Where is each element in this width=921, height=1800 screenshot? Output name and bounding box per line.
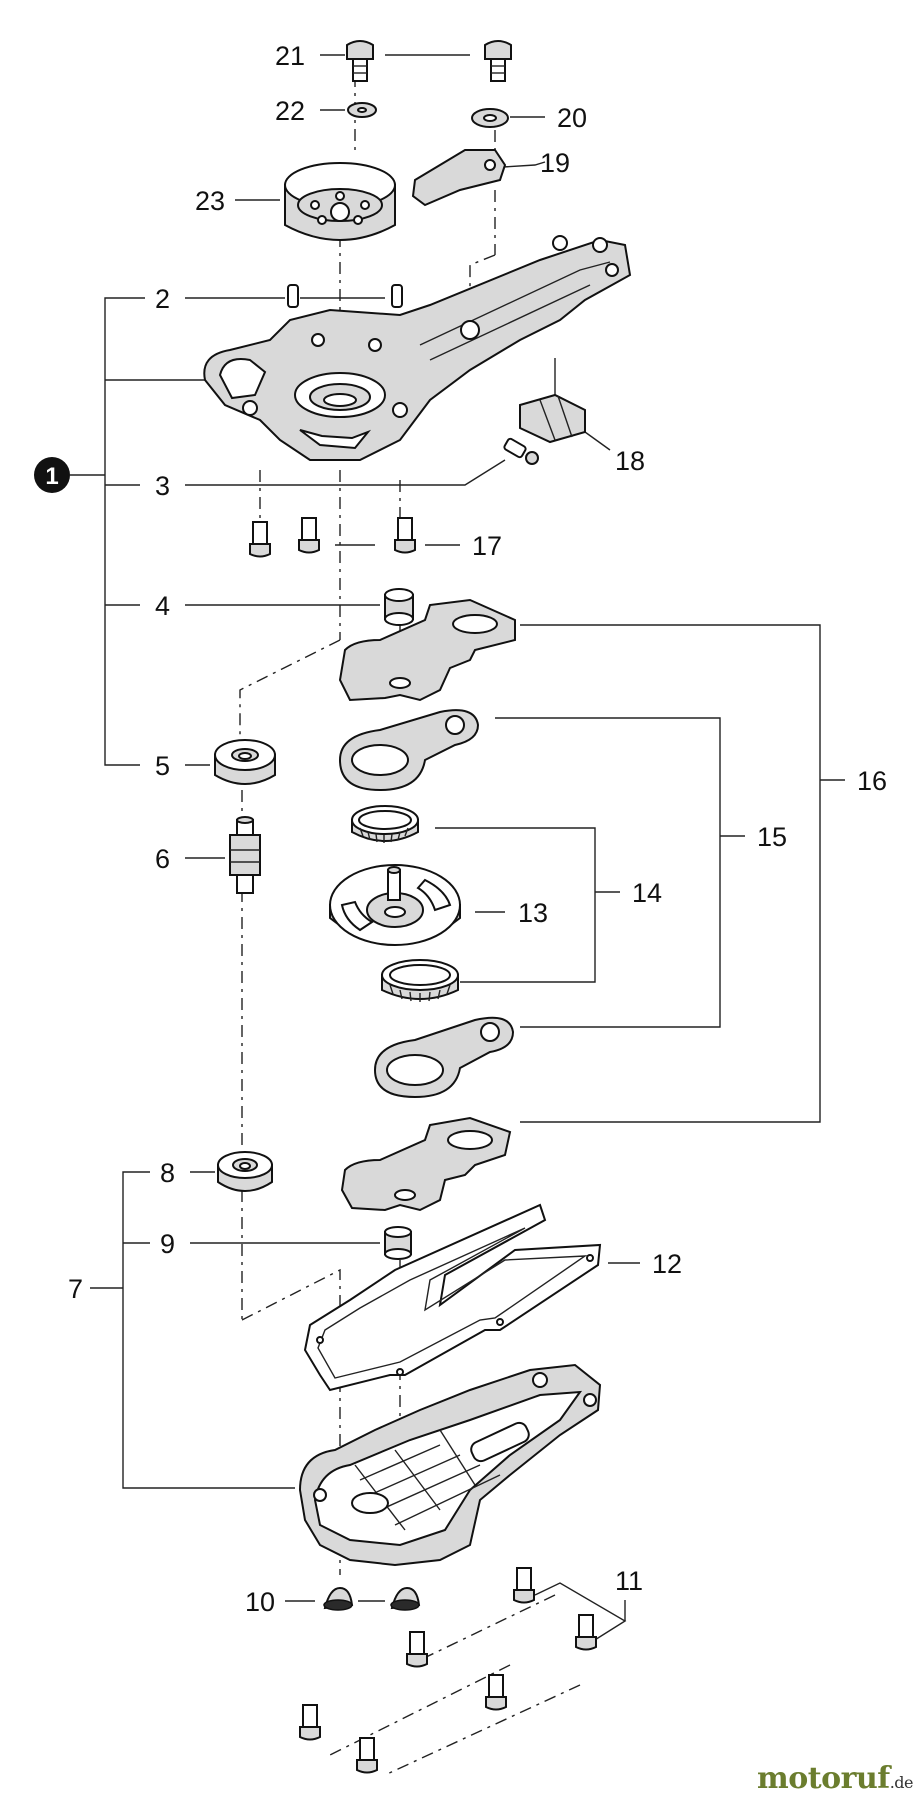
bolt-11-b xyxy=(575,1614,597,1651)
plate-16-upper xyxy=(338,598,516,702)
gasket-12 xyxy=(303,1203,602,1392)
callout-1-badge xyxy=(34,457,70,493)
leader-lines xyxy=(70,54,845,1644)
callout-1: 1 xyxy=(45,463,58,490)
callout-9: 9 xyxy=(160,1229,175,1259)
bolt-17-c xyxy=(394,517,416,554)
callout-22: 22 xyxy=(275,96,305,126)
grease-nipple-3 xyxy=(503,437,539,465)
callout-14: 14 xyxy=(632,878,662,908)
bolt-11-e xyxy=(299,1704,321,1741)
callout-2: 2 xyxy=(155,284,170,314)
callout-6: 6 xyxy=(155,844,170,874)
pad-18 xyxy=(519,393,586,444)
bolt-11-c xyxy=(406,1631,428,1668)
bolt-17-a xyxy=(249,521,271,558)
ring-arm-15-lower xyxy=(373,1016,515,1099)
rubber-foot-10-right xyxy=(390,1586,421,1611)
callout-12: 12 xyxy=(652,1249,682,1279)
callout-16: 16 xyxy=(857,766,887,796)
needle-bearing-4 xyxy=(384,588,414,626)
callout-labels: 1 2 3 4 5 6 7 8 9 10 11 12 13 14 15 16 1… xyxy=(34,41,887,1617)
watermark-brand: motoruf xyxy=(757,1761,890,1796)
ball-bearing-8 xyxy=(217,1151,273,1192)
watermark-tld: .de xyxy=(889,1773,914,1792)
callout-17: 17 xyxy=(472,531,502,561)
callout-20: 20 xyxy=(557,103,587,133)
washer-22 xyxy=(347,102,377,118)
shaft-6 xyxy=(229,816,261,894)
callout-7: 7 xyxy=(68,1274,83,1304)
drum-23 xyxy=(284,162,396,241)
callout-19: 19 xyxy=(540,148,570,178)
roller-ring-14-lower xyxy=(381,959,459,1002)
bolt-11-a xyxy=(513,1567,535,1604)
callout-13: 13 xyxy=(518,898,548,928)
callout-3: 3 xyxy=(155,471,170,501)
washer-20 xyxy=(471,108,509,128)
callout-11: 11 xyxy=(615,1566,643,1596)
upper-gear-housing xyxy=(203,235,632,461)
rubber-foot-10-left xyxy=(323,1586,354,1611)
callout-10: 10 xyxy=(245,1587,275,1617)
plate-16-lower xyxy=(340,1116,512,1212)
ball-bearing-5 xyxy=(214,739,276,785)
callout-15: 15 xyxy=(757,822,787,852)
screw-21-left xyxy=(346,40,374,82)
bolt-11-f xyxy=(356,1737,378,1774)
pin-2-right xyxy=(391,284,403,308)
callout-5: 5 xyxy=(155,751,170,781)
callout-8: 8 xyxy=(160,1158,175,1188)
callout-21: 21 xyxy=(275,41,305,71)
watermark-logo: motoruf.de xyxy=(757,1761,913,1796)
ring-arm-15-upper xyxy=(338,709,480,792)
lower-gear-housing xyxy=(298,1363,602,1567)
callout-18: 18 xyxy=(615,446,645,476)
plate-19 xyxy=(411,149,507,207)
roller-ring-14-upper xyxy=(351,805,419,843)
gear-disc-13 xyxy=(329,864,461,946)
needle-bearing-9 xyxy=(384,1226,412,1260)
screw-21-right xyxy=(484,40,512,82)
callout-23: 23 xyxy=(195,186,225,216)
pin-2-left xyxy=(287,284,299,308)
callout-4: 4 xyxy=(155,591,170,621)
bolt-11-d xyxy=(485,1674,507,1711)
bolt-17-b xyxy=(298,517,320,554)
